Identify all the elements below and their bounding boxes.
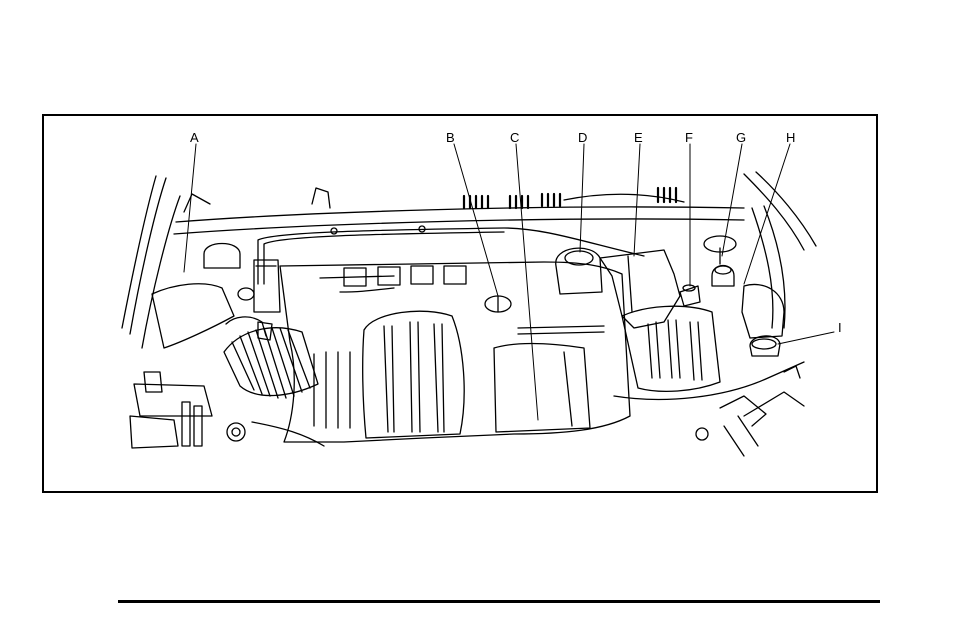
callout-h: H: [786, 130, 795, 145]
callout-c: C: [510, 130, 519, 145]
engine-compartment-drawing: A B C D E F G H I: [44, 116, 876, 491]
left-components: [130, 244, 324, 449]
top-wiring: [258, 226, 644, 284]
right-components: [556, 236, 804, 456]
callout-a: A: [190, 130, 199, 145]
engine-compartment-figure: A B C D E F G H I: [42, 114, 878, 493]
callout-b: B: [446, 130, 455, 145]
callout-i: I: [838, 320, 842, 335]
callout-labels: A B C D E F G H I: [190, 130, 842, 335]
callout-e: E: [634, 130, 643, 145]
callout-f: F: [685, 130, 693, 145]
air-intake-duct: [224, 328, 318, 398]
callout-d: D: [578, 130, 587, 145]
footer-rule: [118, 600, 880, 603]
callout-g: G: [736, 130, 746, 145]
vent-slats: [464, 188, 676, 208]
engine-cover: [280, 262, 630, 442]
